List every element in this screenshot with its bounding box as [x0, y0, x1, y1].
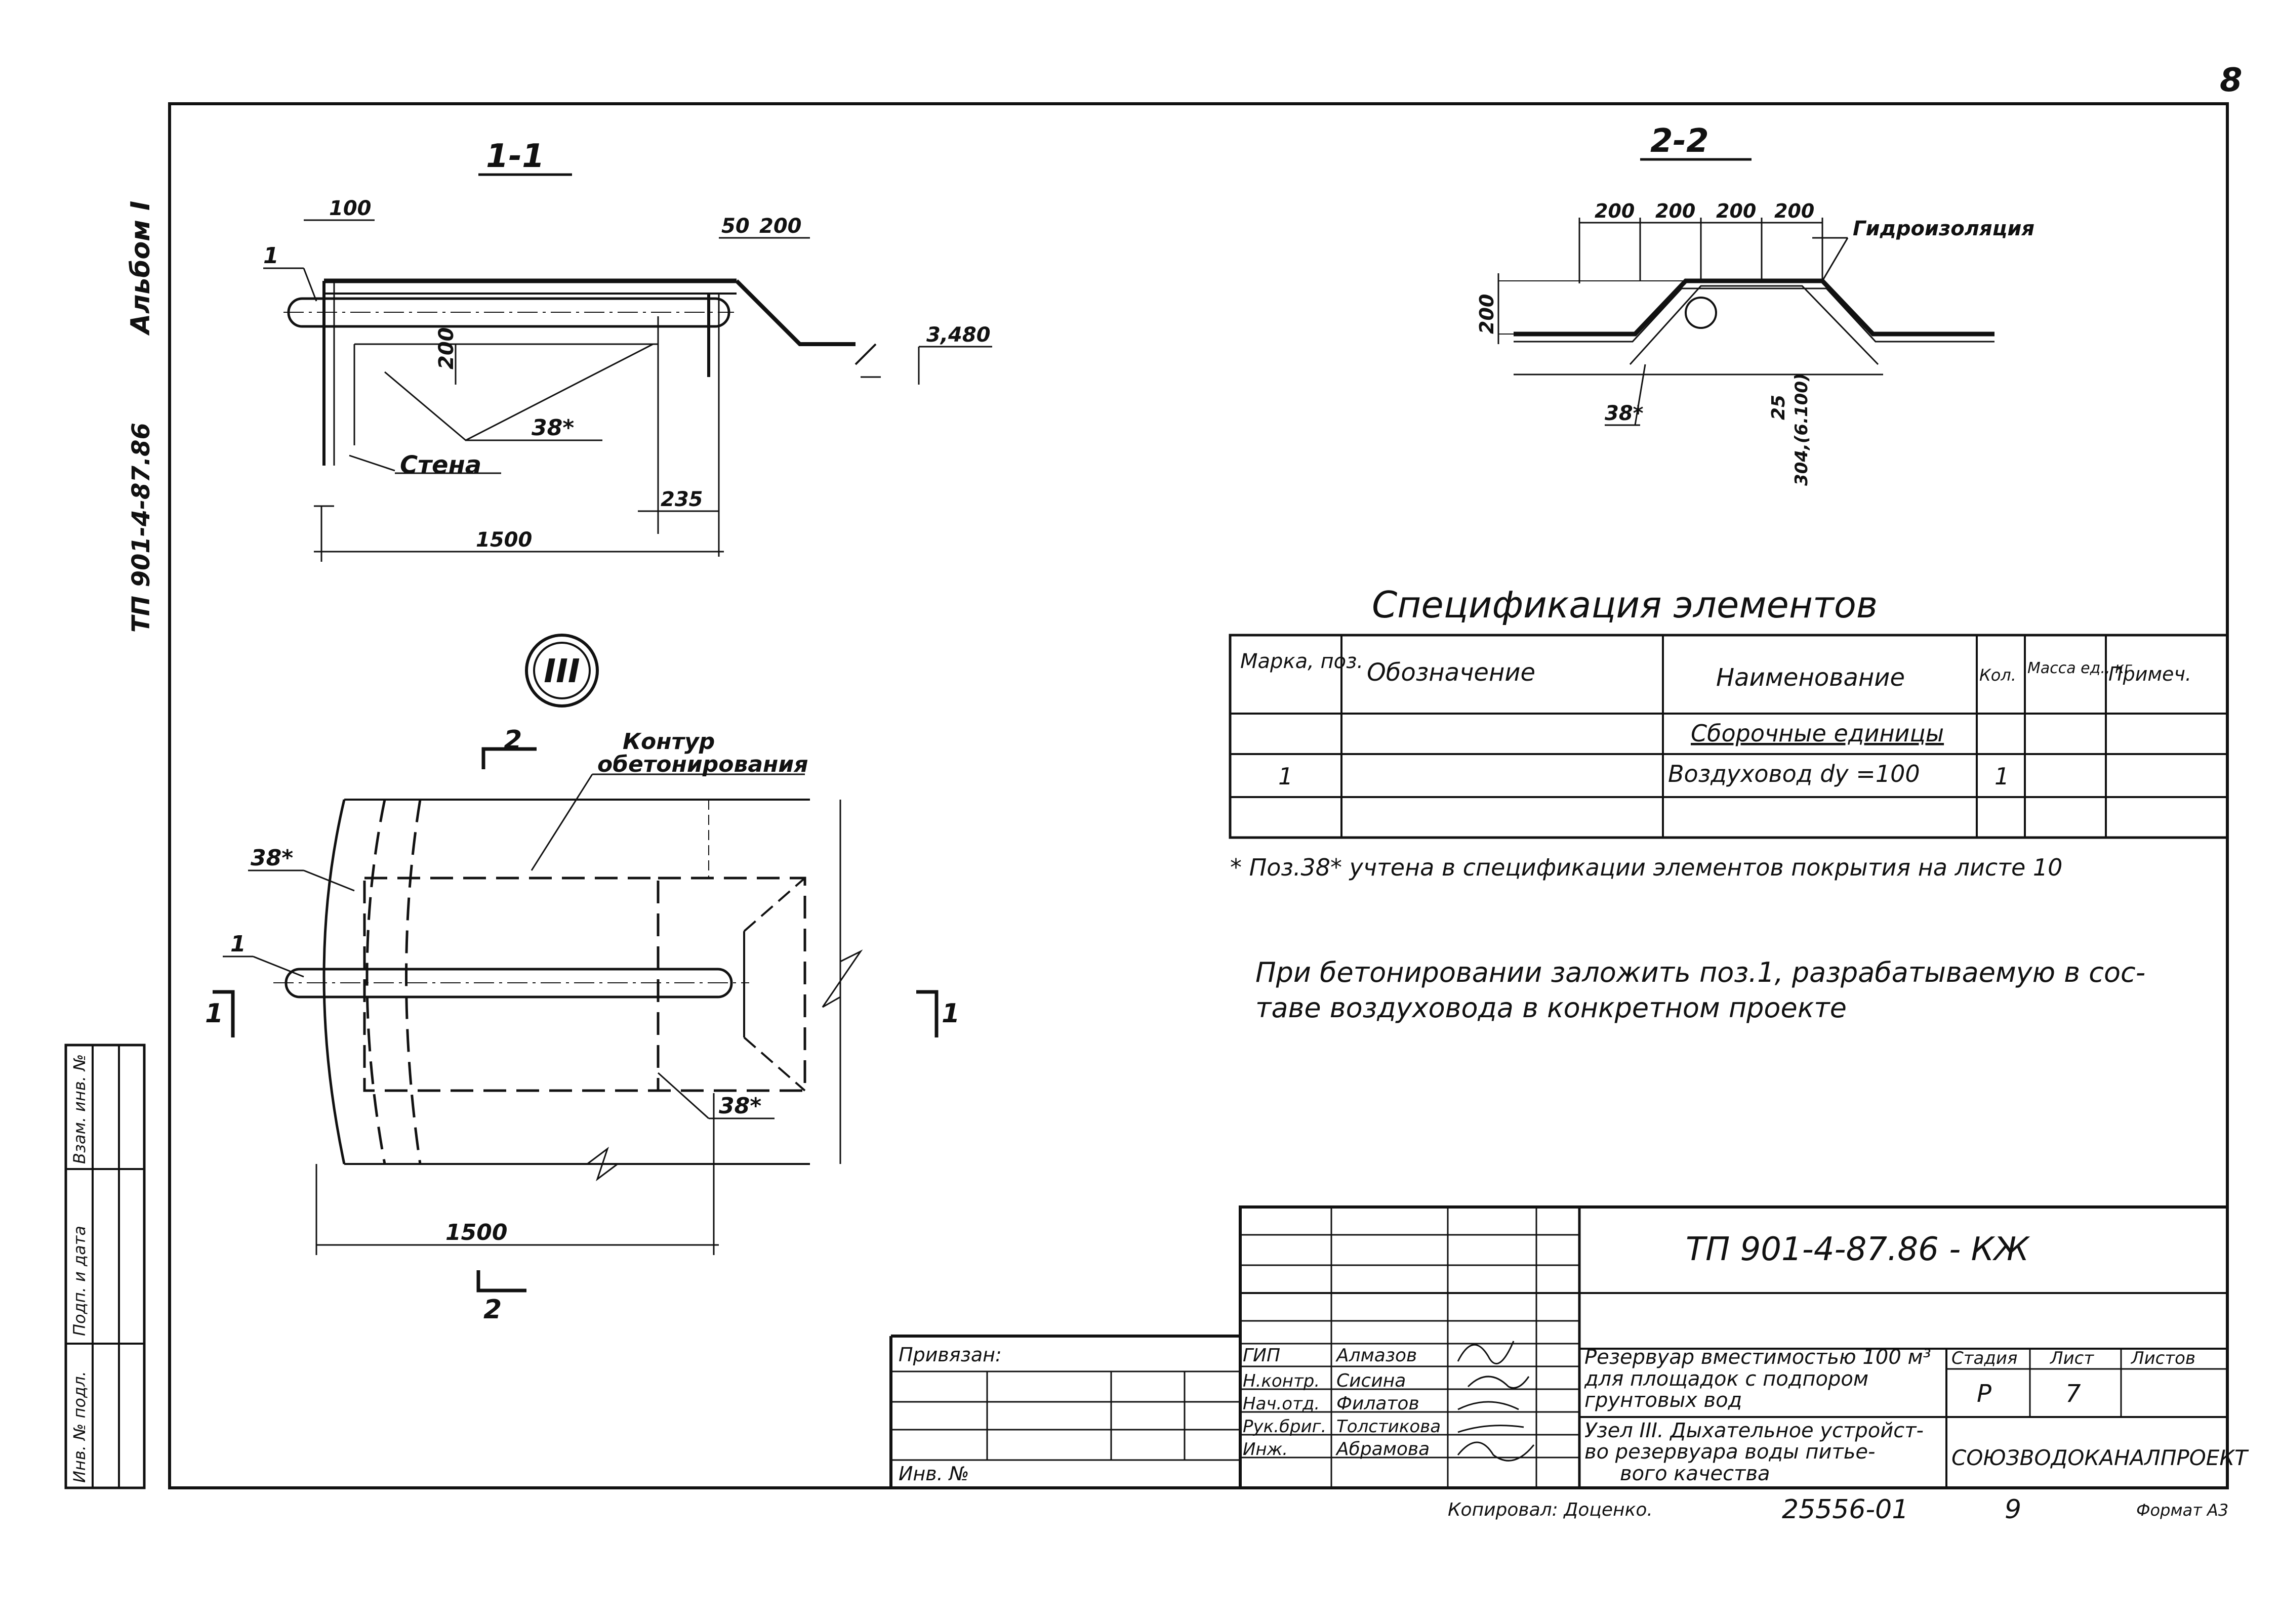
- s1-dim-235: 235: [661, 488, 703, 511]
- spec-header-note: Примеч.: [2108, 663, 2191, 685]
- stamp-org: СОЮЗВОДОКАНАЛПРОЕКТ: [1951, 1445, 2249, 1470]
- stamp-name-1: Алмазов: [1335, 1345, 1417, 1366]
- section-1-1: 1-1 100 50: [263, 138, 992, 562]
- stamp-stage-label: Стадия: [1951, 1348, 2017, 1368]
- left-approval-strip: Инв. № подл. Подп. и дата Взам. инв. №: [64, 1044, 146, 1489]
- s1-wall-label: Стена: [400, 451, 481, 479]
- spec-header-designation: Обозначение: [1367, 658, 1535, 687]
- stamp-format: Формат А3: [2136, 1501, 2228, 1520]
- stamp-role-5: Инж.: [1243, 1439, 1288, 1460]
- s2-dim-200-4: 200: [1774, 200, 1814, 222]
- s1-dim-200-vert: 200: [435, 327, 458, 370]
- stamp-name-3: Филатов: [1336, 1393, 1419, 1414]
- stamp-sheet-label: Лист: [2049, 1348, 2094, 1368]
- s1-dim-1500: 1500: [476, 528, 532, 552]
- stamp-doc-code: ТП 901-4-87.86 - КЖ: [1686, 1231, 2030, 1268]
- spec-section-label: Сборочные единицы: [1691, 720, 1944, 747]
- stamp-sheet-title-2: во резервуара воды питье-: [1584, 1440, 1875, 1464]
- cut-1-right: 1: [942, 998, 960, 1029]
- stamp-object-2: для площадок с подпором: [1584, 1367, 1868, 1391]
- stamp-stage: Р: [1977, 1380, 1991, 1408]
- spec-row-qty: 1: [1994, 763, 2009, 790]
- s2-dim-200-vert: 200: [1476, 294, 1498, 334]
- s1-pos-1: 1: [263, 243, 279, 269]
- s1-pos-38: 38*: [532, 415, 574, 441]
- stamp-name-4: Толстикова: [1336, 1417, 1441, 1437]
- s1-dim-100: 100: [329, 197, 372, 220]
- side-labels: Альбом I ТП 901-4-87.86: [126, 201, 156, 633]
- spec-title: Спецификация элементов: [1372, 584, 1878, 626]
- side-album-label: Альбом I: [126, 201, 156, 336]
- s2-dim-200-1: 200: [1595, 200, 1635, 222]
- node-mark-circle: [525, 634, 599, 707]
- sheet-number: 8: [2220, 62, 2243, 99]
- s2-dim-200-3: 200: [1716, 200, 1756, 222]
- s1-dim-50: 50: [721, 215, 750, 238]
- cut-2-top: 2: [504, 725, 522, 756]
- cut-2-bottom: 2: [483, 1295, 502, 1325]
- spec-footnote: * Поз.38* учтена в спецификации элементо…: [1230, 854, 2062, 881]
- node-pos-1: 1: [230, 931, 246, 957]
- spec-header-name: Наименование: [1716, 663, 1905, 692]
- spec-row-name: Воздуховод dу =100: [1668, 760, 1920, 787]
- node-dim-1500: 1500: [445, 1220, 507, 1245]
- spec-header-qty: Кол.: [1979, 665, 2016, 685]
- signature-1: [1457, 1341, 1530, 1389]
- stamp-role-4: Рук.бриг.: [1243, 1417, 1326, 1437]
- node-pos-38-b: 38*: [719, 1093, 761, 1119]
- section-2-2-title: 2-2: [1650, 122, 1709, 160]
- spec-header-mass: Масса ед., кг: [2027, 659, 2132, 677]
- s1-elevation: 3,480: [926, 323, 991, 347]
- stamp-sheet-title-1: Узел III. Дыхательное устройст-: [1584, 1419, 1924, 1442]
- side-code-label: ТП 901-4-87.86: [127, 423, 155, 633]
- s2-pos-38: 38*: [1605, 402, 1644, 425]
- s2-elevation: 304,(6.100): [1792, 373, 1812, 486]
- node-iii-plan: III 2: [205, 634, 960, 1325]
- note-line-2: таве воздуховода в конкретном проекте: [1255, 992, 1847, 1024]
- stamp-sheet-title-3: вого качества: [1620, 1462, 1770, 1485]
- stamp-role-3: Нач.отд.: [1243, 1394, 1320, 1414]
- stamp-page-no: 9: [2005, 1494, 2021, 1525]
- stamp-order-no: 25556-01: [1782, 1494, 1908, 1525]
- s2-dim-200-2: 200: [1655, 200, 1695, 222]
- general-note: При бетонировании заложить поз.1, разраб…: [1255, 956, 2145, 1024]
- stamp-role-2: Н.контр.: [1243, 1371, 1320, 1391]
- spec-header-mark: Марка, поз.: [1240, 650, 1363, 673]
- s1-dim-200-top: 200: [759, 215, 802, 238]
- strip-repl-label: Взам. инв. №: [70, 1054, 89, 1164]
- section-2-2: 2-2 200 200 200 200 200 25 304,(6.100) Г…: [1476, 122, 2034, 486]
- stamp-name-5: Абрамова: [1335, 1439, 1430, 1460]
- s2-waterproof-label: Гидроизоляция: [1853, 217, 2034, 240]
- specification-table: Спецификация элементов Марка, поз. Обозн…: [1229, 584, 2229, 881]
- node-contour-label-2: обетонирования: [597, 752, 808, 777]
- stamp-object-3: грунтовых вод: [1584, 1389, 1742, 1412]
- spec-row-pos: 1: [1278, 763, 1293, 790]
- cut-1-left: 1: [205, 998, 223, 1029]
- stamp-sheet: 7: [2065, 1380, 2081, 1408]
- stamp-attached: Привязан:: [899, 1344, 1002, 1366]
- strip-sign-label: Подп. и дата: [70, 1226, 89, 1336]
- node-mark: III: [544, 653, 580, 690]
- title-block: ТП 901-4-87.86 - КЖ Привязан: Инв. № ГИП…: [889, 1205, 2249, 1525]
- stamp-name-2: Сисина: [1336, 1370, 1406, 1391]
- strip-inv-label: Инв. № подл.: [70, 1371, 89, 1483]
- stamp-object-1: Резервуар вместимостью 100 м³: [1584, 1346, 1931, 1369]
- stamp-inv-no: Инв. №: [899, 1463, 969, 1485]
- node-pos-38-a: 38*: [251, 845, 293, 871]
- section-1-1-title: 1-1: [486, 138, 545, 175]
- note-line-1: При бетонировании заложить поз.1, разраб…: [1255, 956, 2145, 988]
- stamp-role-1: ГИП: [1243, 1345, 1280, 1366]
- node-contour-label-1: Контур: [623, 729, 715, 755]
- signature-2: [1457, 1401, 1535, 1462]
- stamp-sheets-label: Листов: [2130, 1348, 2195, 1368]
- s2-dim-25: 25: [1768, 395, 1789, 420]
- stamp-copied: Копировал: Доценко.: [1448, 1500, 1653, 1520]
